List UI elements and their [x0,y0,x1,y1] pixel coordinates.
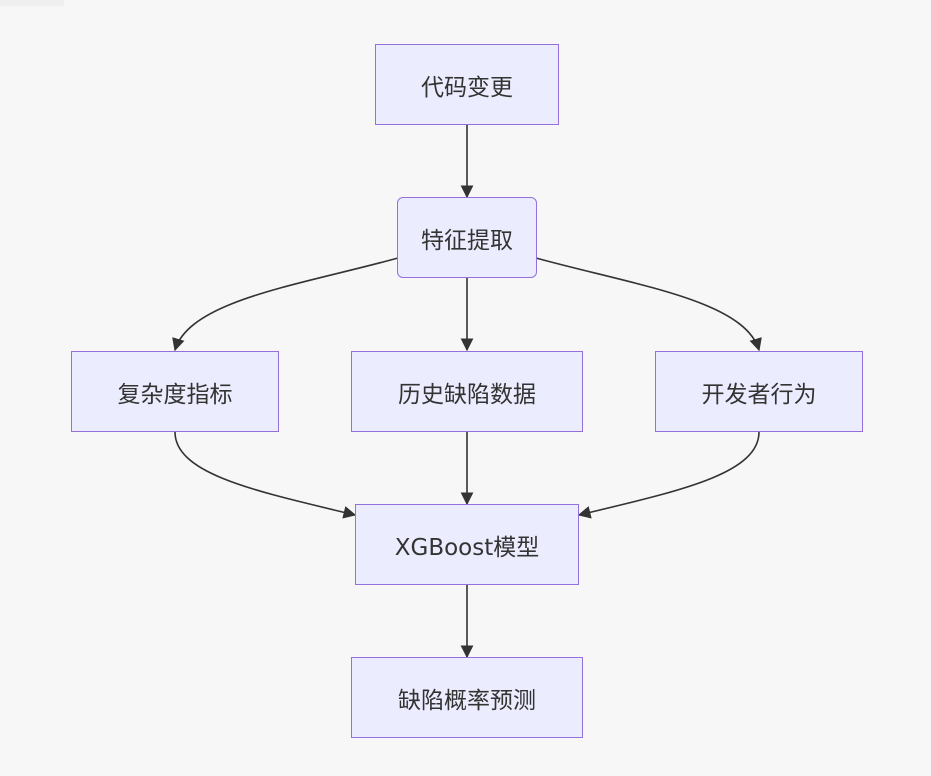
node-code-change-label: 代码变更 [421,74,513,101]
node-defect-probability: 缺陷概率预测 [351,657,583,738]
node-xgboost-model: XGBoost模型 [355,504,579,585]
node-developer-behavior: 开发者行为 [655,351,863,432]
node-complexity-metrics: 复杂度指标 [71,351,279,432]
node-code-change: 代码变更 [375,44,559,125]
edge-complexity-metrics-to-xgboost [174,431,357,519]
node-historical-defects-label: 历史缺陷数据 [398,381,536,408]
node-defect-probability-label: 缺陷概率预测 [398,687,536,714]
corner-decoration [0,0,64,6]
node-developer-behavior-label: 开发者行为 [701,381,817,408]
node-feature-extraction: 特征提取 [397,197,537,278]
node-feature-extraction-label: 特征提取 [421,227,513,254]
node-historical-defects: 历史缺陷数据 [351,351,583,432]
node-complexity-metrics-label: 复杂度指标 [117,381,233,408]
edge-feature-extraction-to-developer-behavior [535,257,762,352]
node-xgboost-model-label: XGBoost模型 [394,534,540,561]
edge-feature-extraction-to-complexity-metrics [172,257,399,352]
edge-developer-behavior-to-xgboost [577,431,760,519]
